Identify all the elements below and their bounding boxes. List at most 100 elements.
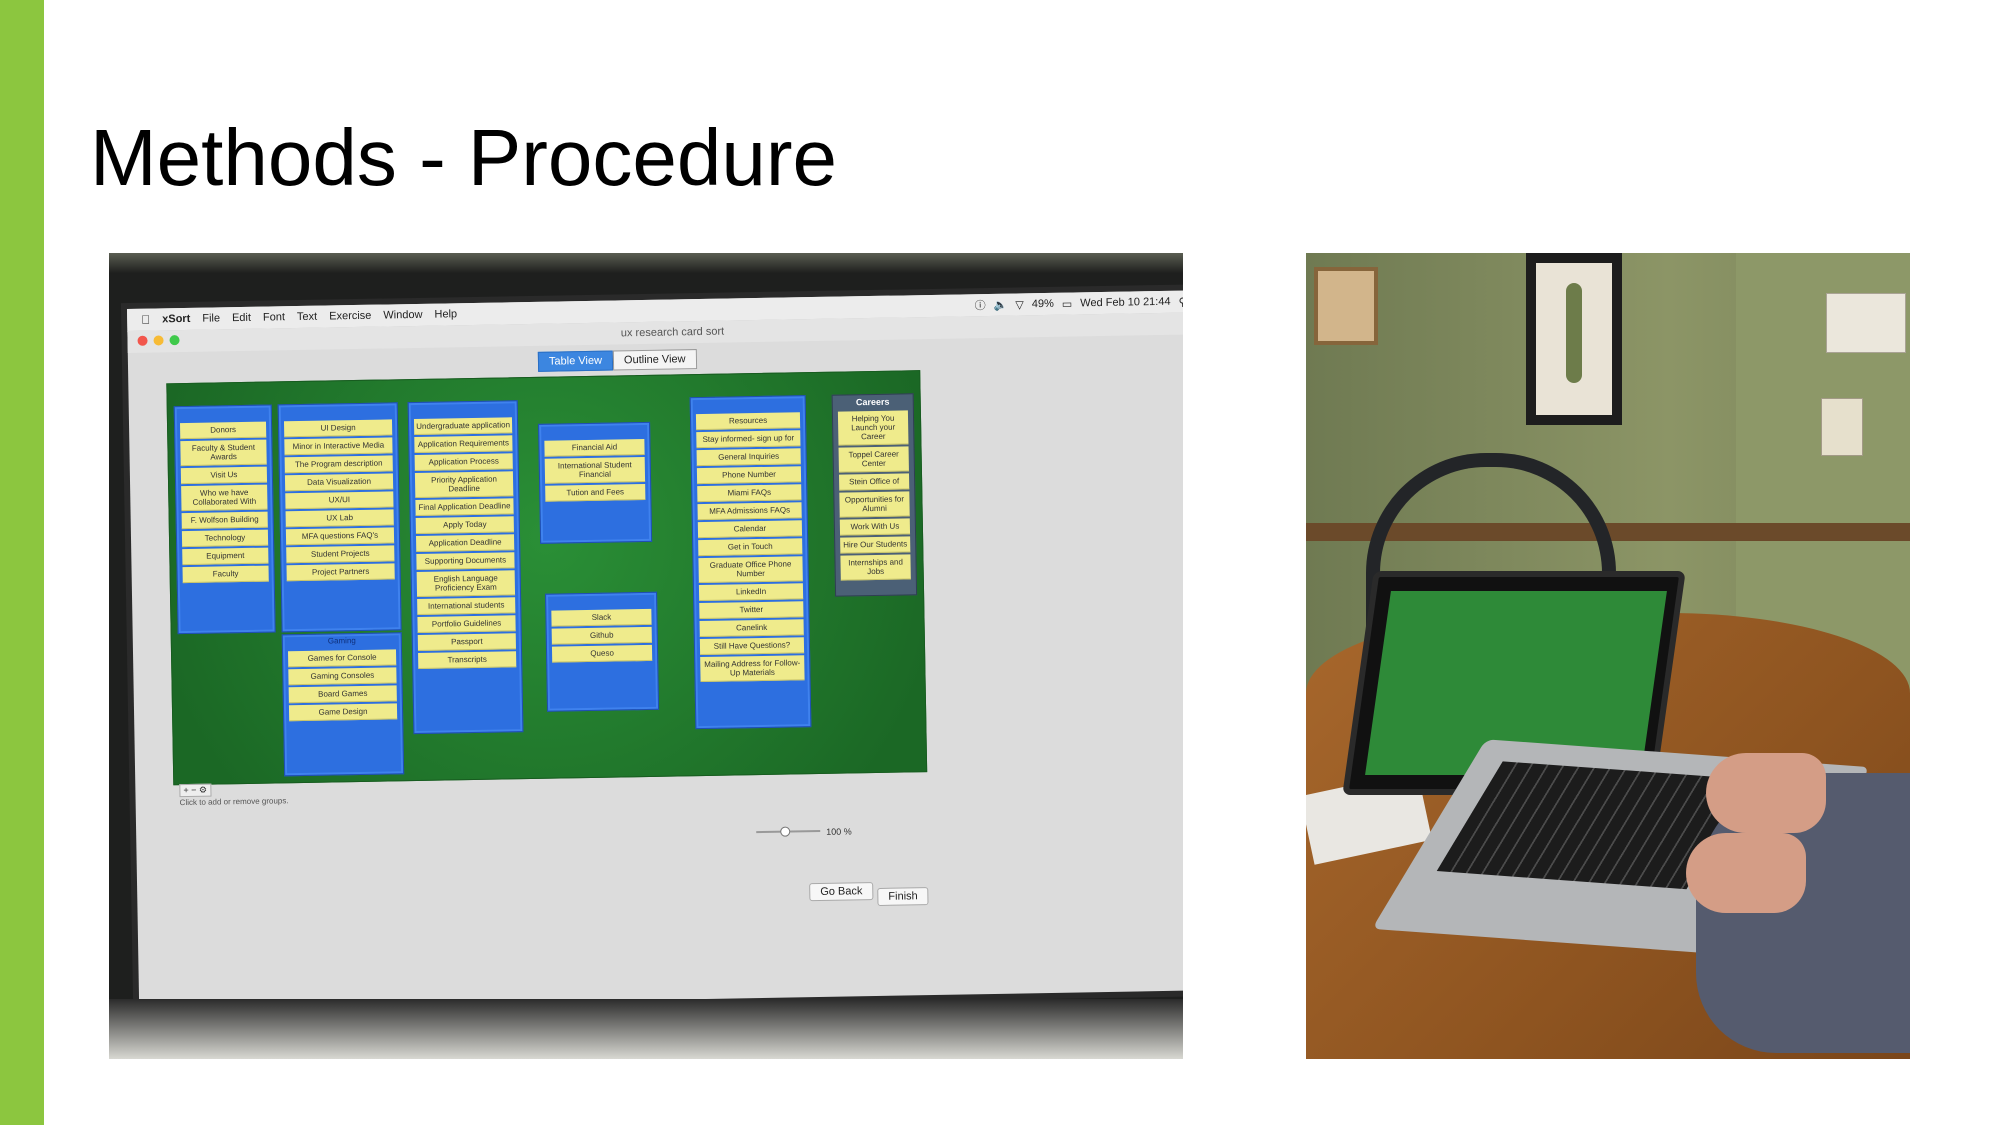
card[interactable]: Final Application Deadline [415, 498, 514, 516]
card[interactable]: General Inquiries [696, 448, 801, 467]
menu-window[interactable]: Window [374, 309, 422, 322]
card-group-gaming[interactable]: Gaming Games for Console Gaming Consoles… [281, 632, 405, 777]
card[interactable]: Minor in Interactive Media [284, 437, 393, 456]
card-group[interactable]: Donors Faculty & Student Awards Visit Us… [173, 404, 276, 635]
card[interactable]: Application Requirements [414, 435, 513, 454]
card[interactable]: Board Games [288, 685, 397, 704]
zoom-icon[interactable] [169, 335, 180, 346]
card[interactable]: Equipment [182, 547, 269, 566]
go-back-button[interactable]: Go Back [809, 882, 874, 902]
card[interactable]: Games for Console [287, 649, 397, 668]
wifi-icon[interactable]: ▽ [1015, 298, 1024, 311]
tab-outline-view[interactable]: Outline View [612, 349, 697, 371]
battery-percent[interactable]: 49% [1031, 297, 1054, 311]
card[interactable]: Faculty & Student Awards [180, 439, 267, 467]
card[interactable]: Apply Today [415, 516, 514, 534]
card[interactable]: Twitter [699, 601, 804, 620]
clock[interactable]: Wed Feb 10 21:44 [1080, 295, 1171, 310]
info-icon[interactable]: ⓘ [974, 300, 986, 313]
card[interactable]: Hire Our Students [840, 536, 911, 554]
card[interactable]: Who we have Collaborated With [181, 484, 268, 512]
tab-table-view[interactable]: Table View [537, 350, 614, 372]
battery-icon[interactable]: ▭ [1061, 298, 1073, 311]
volume-icon[interactable]: 🔈 [993, 299, 1008, 312]
card[interactable]: LinkedIn [698, 583, 804, 602]
card[interactable]: Donors [179, 421, 267, 440]
card[interactable]: Application Process [414, 453, 513, 472]
menu-text[interactable]: Text [287, 310, 317, 324]
card[interactable]: UX/UI [285, 491, 394, 510]
finish-button[interactable]: Finish [877, 887, 929, 906]
card[interactable]: Data Visualization [284, 473, 394, 492]
close-icon[interactable] [137, 335, 148, 346]
laptop-bezel [109, 999, 1183, 1059]
card[interactable]: UX Lab [285, 509, 394, 528]
zoom-slider[interactable] [756, 826, 821, 837]
card-group[interactable]: Slack Github Queso [545, 591, 660, 712]
card[interactable]: UI Design [283, 419, 393, 438]
card[interactable]: Phone Number [696, 466, 802, 485]
card[interactable]: Internships and Jobs [840, 554, 911, 581]
card[interactable]: Technology [181, 529, 269, 548]
window-controls [137, 335, 180, 346]
card-group[interactable]: Financial Aid International Student Fina… [538, 421, 653, 544]
card-group[interactable]: Resources Stay informed- sign up for Gen… [689, 395, 812, 730]
card[interactable]: Student Projects [286, 545, 395, 564]
card[interactable]: Queso [551, 644, 653, 663]
card[interactable]: International Student Financial [544, 456, 646, 484]
add-remove-group-control[interactable]: + − ⚙ [179, 783, 212, 798]
card[interactable]: Undergraduate application [413, 417, 513, 436]
card-group[interactable]: UI Design Minor in Interactive Media The… [277, 402, 402, 633]
card[interactable]: Resources [695, 412, 801, 431]
view-switcher: Table View Outline View [537, 349, 697, 372]
zoom-slider-knob[interactable] [780, 826, 791, 837]
card-group-careers[interactable]: Careers Helping You Launch your Career T… [831, 393, 918, 597]
card[interactable]: Financial Aid [544, 438, 645, 457]
card[interactable]: Portfolio Guidelines [417, 615, 516, 633]
menu-help[interactable]: Help [425, 308, 457, 321]
minimize-icon[interactable] [153, 335, 164, 346]
menu-exercise[interactable]: Exercise [320, 309, 371, 323]
card[interactable]: The Program description [284, 455, 393, 474]
card[interactable]: Passport [417, 633, 516, 651]
card[interactable]: Visit Us [180, 466, 268, 485]
card[interactable]: International students [417, 597, 516, 615]
card[interactable]: Miami FAQs [697, 484, 802, 503]
card[interactable]: Canelink [699, 619, 804, 638]
card[interactable]: Gaming Consoles [288, 667, 397, 686]
card[interactable]: MFA Admissions FAQs [697, 502, 802, 521]
card[interactable]: Slack [551, 608, 652, 627]
card[interactable]: Project Partners [286, 563, 395, 582]
card[interactable]: Stay informed- sign up for [696, 430, 801, 449]
card[interactable]: Work With Us [839, 518, 911, 536]
menu-file[interactable]: File [193, 312, 220, 325]
card[interactable]: Application Deadline [416, 534, 515, 552]
card[interactable]: Faculty [182, 565, 269, 584]
card[interactable]: F. Wolfson Building [181, 511, 268, 530]
card[interactable]: Supporting Documents [416, 552, 515, 570]
menu-edit[interactable]: Edit [222, 311, 251, 325]
menu-font[interactable]: Font [253, 311, 285, 324]
card[interactable]: Helping You Launch your Career [837, 410, 909, 446]
card[interactable]: Opportunities for Alumni [839, 491, 910, 518]
card[interactable]: Transcripts [418, 651, 517, 669]
card-group[interactable]: Undergraduate application Application Re… [407, 400, 524, 735]
search-icon[interactable]: ⚲ [1178, 296, 1183, 309]
group-name [175, 406, 271, 422]
card[interactable]: Stein Office of [838, 473, 910, 491]
card[interactable]: Game Design [288, 703, 398, 722]
card[interactable]: Tution and Fees [545, 483, 646, 502]
sort-board: Donors Faculty & Student Awards Visit Us… [166, 370, 928, 786]
card[interactable]: Graduate Office Phone Number [698, 556, 803, 584]
card[interactable]: Still Have Questions? [699, 637, 805, 656]
card[interactable]: MFA questions FAQ's [285, 527, 395, 546]
card[interactable]: Calendar [697, 520, 803, 539]
card[interactable]: English Language Proficiency Exam [416, 570, 516, 597]
card[interactable]: Get in Touch [698, 538, 803, 557]
apple-icon[interactable]:  [141, 313, 150, 327]
card[interactable]: Github [551, 626, 652, 645]
card[interactable]: Toppel Career Center [838, 446, 909, 473]
card[interactable]: Mailing Address for Follow-Up Materials [700, 655, 805, 683]
card[interactable]: Priority Application Deadline [414, 471, 514, 498]
menu-app-name[interactable]: xSort [153, 313, 190, 326]
